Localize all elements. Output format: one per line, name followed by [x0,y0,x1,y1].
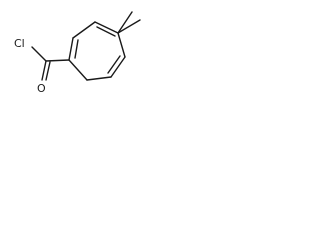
ring-bond-c4-c5 [117,32,126,58]
ring-bond-c6-c7 [86,76,112,81]
ring-bond-c5-c6 [110,56,126,78]
ring-bond-c7-c1 [68,59,88,81]
chlorine-atom-label: Cl [14,37,25,50]
oxygen-atom-label: O [37,82,46,95]
methyl-bond-2 [117,11,133,34]
ring-bond-c2-c3 [72,21,96,39]
ring-bond-c3-c4-inner [96,26,116,37]
ring-bond-c1-c2 [68,37,74,61]
c-o-double-bond-1 [41,60,47,81]
c-cl-bond [31,46,47,62]
methyl-bond-1 [117,19,141,34]
ring-bond-c2-c2-inner [74,39,79,59]
ring-bond-c3-c4 [94,21,119,34]
carbonyl-carbon-bond [45,59,70,62]
ring-bond-c5-c6-inner [107,55,121,74]
molecule-structure: Cl O [14,11,141,95]
c-o-double-bond-2 [45,61,51,81]
